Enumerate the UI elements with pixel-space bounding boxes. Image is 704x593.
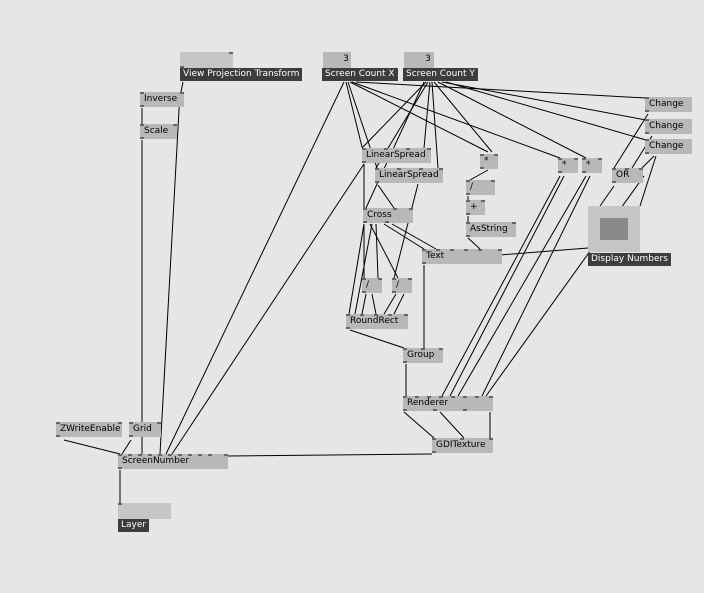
view-projection-transform-label: View Projection Transform — [180, 68, 303, 81]
multiply-label-3: * — [586, 160, 591, 170]
screen-count-x-iobox[interactable]: 3 — [323, 52, 351, 68]
asstring-node[interactable]: AsString — [466, 222, 516, 237]
screennumber-node[interactable]: ScreenNumber — [118, 454, 228, 469]
change-node-1[interactable]: Change — [645, 97, 692, 112]
scale-label: Scale — [144, 126, 169, 136]
group-label: Group — [407, 350, 435, 360]
renderer-node[interactable]: Renderer — [403, 396, 493, 411]
inverse-node[interactable]: Inverse — [140, 92, 184, 107]
grid-label: Grid — [133, 424, 152, 434]
display-numbers-preview-inner — [600, 218, 628, 240]
divide-label-1: / — [366, 280, 370, 290]
change-label-2: Change — [649, 121, 684, 131]
cross-node[interactable]: Cross — [363, 208, 413, 223]
change-label-1: Change — [649, 99, 684, 109]
divide-label-2: / — [396, 280, 400, 290]
screen-count-y-iobox[interactable]: 3 — [404, 52, 434, 68]
inverse-label: Inverse — [144, 94, 178, 104]
roundrect-node[interactable]: RoundRect — [346, 314, 408, 329]
text-node[interactable]: Text — [422, 249, 502, 264]
divide-node-2[interactable]: / — [392, 278, 412, 293]
multiply-node-3[interactable]: * — [582, 158, 602, 173]
change-label-3: Change — [649, 141, 684, 151]
linearspread-node-1[interactable]: LinearSpread — [362, 148, 431, 163]
zwriteenable-label: ZWriteEnable — [60, 424, 121, 434]
roundrect-label: RoundRect — [350, 316, 399, 326]
zwriteenable-node[interactable]: ZWriteEnable — [56, 422, 122, 437]
multiply-node-1[interactable]: * — [480, 154, 498, 169]
multiply-label-2: * — [562, 160, 567, 170]
display-numbers-label: Display Numbers — [588, 253, 671, 266]
text-label: Text — [426, 251, 445, 261]
multiply-node-2[interactable]: * — [558, 158, 578, 173]
cross-label: Cross — [367, 210, 392, 220]
linearspread-label-2: LinearSpread — [379, 170, 439, 180]
divide-node-1[interactable]: / — [362, 278, 382, 293]
display-numbers-preview[interactable] — [588, 206, 640, 252]
screennumber-label: ScreenNumber — [122, 456, 190, 466]
grid-node[interactable]: Grid — [129, 422, 161, 437]
renderer-label: Renderer — [407, 398, 449, 408]
multiply-label-1: * — [484, 156, 489, 166]
divide-label-mid: / — [470, 182, 474, 192]
layer-iobox[interactable] — [118, 503, 171, 519]
add-label: + — [470, 202, 478, 212]
linearspread-label-1: LinearSpread — [366, 150, 426, 160]
linearspread-node-2[interactable]: LinearSpread — [375, 168, 443, 183]
screen-count-x-label: Screen Count X — [322, 68, 398, 81]
gditexture-node[interactable]: GDITexture — [432, 438, 493, 453]
group-node[interactable]: Group — [403, 348, 443, 363]
change-node-3[interactable]: Change — [645, 139, 692, 154]
change-node-2[interactable]: Change — [645, 119, 692, 134]
or-label: OR — [616, 170, 630, 180]
screen-count-y-label: Screen Count Y — [403, 68, 478, 81]
gditexture-label: GDITexture — [436, 440, 486, 450]
add-node[interactable]: + — [466, 200, 485, 215]
asstring-label: AsString — [470, 224, 508, 234]
view-projection-transform-iobox[interactable] — [180, 52, 233, 68]
or-node[interactable]: OR — [612, 168, 643, 183]
layer-label: Layer — [118, 519, 150, 532]
divide-node-mid[interactable]: / — [466, 180, 495, 195]
scale-node[interactable]: Scale — [140, 124, 177, 139]
